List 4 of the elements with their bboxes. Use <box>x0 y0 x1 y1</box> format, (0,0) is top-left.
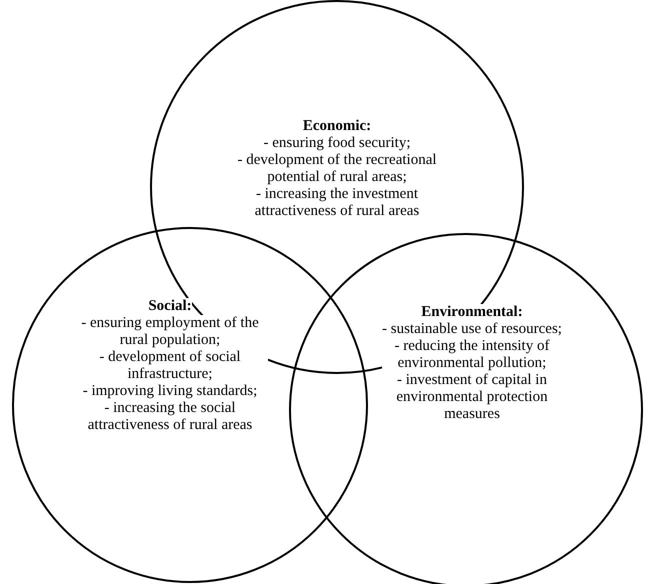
list-item: - sustainable use of resources; <box>382 321 562 338</box>
circle-heading: Environmental: <box>421 304 523 321</box>
list-item: - ensuring food security; <box>263 135 411 152</box>
list-item: - improving living standards; <box>82 383 258 400</box>
